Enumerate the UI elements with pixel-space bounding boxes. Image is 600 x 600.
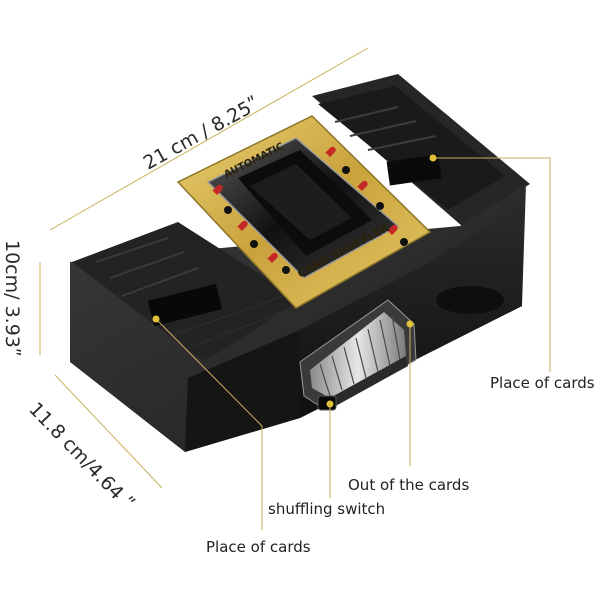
depth-label: 11.8 cm/4.64 ʺ bbox=[24, 398, 138, 515]
marker-front-slot bbox=[152, 315, 160, 323]
depth-dimension-line bbox=[54, 374, 163, 489]
rubber-foot bbox=[436, 286, 504, 314]
rear-tray-slope bbox=[318, 86, 505, 210]
marker-switch bbox=[326, 400, 334, 408]
callout-place-of-cards-right: Place of cards bbox=[490, 374, 595, 392]
shuffled-cards bbox=[310, 312, 406, 398]
front-card-slot bbox=[147, 283, 223, 327]
height-label: 10cm/ 3.93ʺ bbox=[1, 240, 23, 357]
length-dimension-line bbox=[49, 47, 369, 231]
marker-rear-slot bbox=[429, 154, 437, 162]
card-window-inner bbox=[250, 164, 352, 240]
leader-place-of-cards-bottom bbox=[155, 318, 263, 530]
leader-place-of-cards-right bbox=[433, 157, 551, 372]
front-face bbox=[185, 330, 300, 452]
callout-place-of-cards-bottom: Place of cards bbox=[206, 538, 311, 556]
chute-base bbox=[330, 356, 408, 408]
shuffler-body bbox=[70, 184, 526, 452]
callout-shuffling-switch: shuffling switch bbox=[268, 500, 386, 518]
rear-card-slot bbox=[386, 154, 442, 186]
marker-output bbox=[406, 320, 414, 328]
callout-out-of-the-cards: Out of the cards bbox=[348, 476, 470, 494]
